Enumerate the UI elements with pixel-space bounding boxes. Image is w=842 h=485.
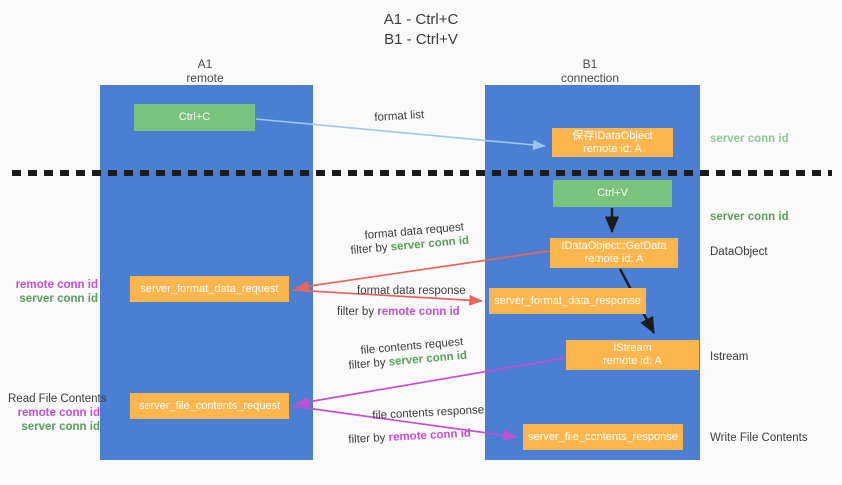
label-write-file-contents: Write File Contents — [710, 432, 808, 444]
node-server-file-contents-request[interactable]: server_file_contents_request — [130, 393, 289, 419]
node-server-format-data-request-label: server_format_data_request — [140, 282, 279, 295]
node-save-idataobject-sub: remote id: A — [583, 142, 642, 155]
label-remote-conn-id-2: remote conn id — [17, 407, 100, 419]
column-b1-name: B1 — [582, 57, 598, 71]
node-istream-sub: remote id: A — [603, 355, 662, 367]
node-server-file-contents-response[interactable]: server_file_contents_response — [523, 424, 683, 450]
node-idataobject-getdata[interactable]: IDataObject::GetData remote id: A — [550, 238, 678, 268]
edge-label-format-list: format list — [374, 108, 425, 124]
label-server-conn-id-2: server conn id — [21, 421, 100, 433]
column-a1-role: remote — [186, 71, 224, 85]
label-server-conn-id-top: server conn id — [710, 133, 789, 145]
node-ctrl-c[interactable]: Ctrl+C — [134, 104, 255, 131]
column-a1-name: A1 — [197, 57, 213, 71]
label-istream: Istream — [710, 351, 749, 363]
node-server-format-data-response-label: server_format_data_response — [494, 294, 641, 307]
filter-key-2: remote conn id — [377, 306, 460, 318]
title-line-1: A1 - Ctrl+C — [383, 11, 459, 28]
column-header-a1: A1 remote — [130, 57, 280, 85]
node-idataobject-getdata-sub: remote id: A — [584, 253, 644, 265]
node-idataobject-getdata-label: IDataObject::GetData — [561, 240, 667, 252]
filter-key-4: remote conn id — [388, 427, 472, 444]
node-ctrl-v-label: Ctrl+V — [597, 187, 628, 199]
node-istream[interactable]: IStream remote id: A — [566, 340, 699, 370]
node-server-format-data-response[interactable]: server_format_data_response — [489, 288, 646, 314]
filter-prefix-4: filter by — [348, 431, 389, 446]
page-title: A1 - Ctrl+C B1 - Ctrl+V — [0, 10, 842, 50]
title-line-2: B1 - Ctrl+V — [384, 31, 458, 48]
node-server-file-contents-response-label: server_file_contents_response — [528, 430, 678, 443]
node-server-file-contents-request-label: server_file_contents_request — [138, 399, 281, 412]
node-server-format-data-request[interactable]: server_format_data_request — [130, 276, 289, 302]
column-header-b1: B1 connection — [510, 57, 670, 85]
label-group-format-ids: remote conn id server conn id — [10, 278, 98, 306]
label-server-conn-id-1: server conn id — [19, 293, 98, 305]
edge-label-file-contents-response: file contents response — [372, 404, 485, 422]
node-ctrl-c-label: Ctrl+C — [178, 111, 211, 123]
edge-label-format-data-response-filter: filter by remote conn id — [337, 305, 460, 319]
node-save-idataobject-label: 保存IDataObject — [572, 129, 653, 142]
label-server-conn-id-mid: server conn id — [710, 211, 789, 223]
label-remote-conn-id-1: remote conn id — [15, 279, 98, 291]
column-b1-role: connection — [560, 71, 620, 85]
filter-prefix-1: filter by — [350, 241, 392, 257]
label-group-read-file-contents: Read File Contents remote conn id server… — [8, 392, 107, 434]
node-save-idataobject[interactable]: 保存IDataObject remote id: A — [552, 128, 673, 157]
label-dataobject: DataObject — [710, 246, 768, 258]
edge-label-file-contents-response-filter: filter by remote conn id — [348, 427, 471, 447]
filter-prefix-2: filter by — [337, 306, 378, 318]
node-ctrl-v[interactable]: Ctrl+V — [553, 180, 672, 207]
filter-prefix-3: filter by — [348, 356, 390, 372]
edge-label-format-data-response: format data response — [357, 285, 466, 297]
label-read-file-contents: Read File Contents — [8, 393, 107, 405]
phase-divider — [12, 170, 832, 176]
node-istream-label: IStream — [613, 342, 652, 354]
